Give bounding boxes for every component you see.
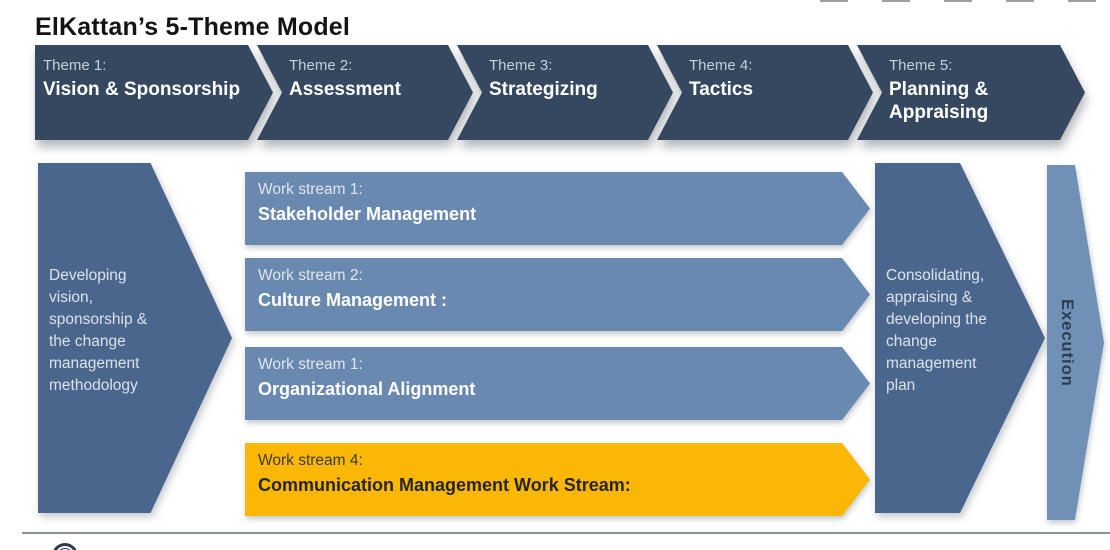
theme-label: Theme 5: [889, 57, 953, 74]
theme-3-arrow: Theme 3: Strategizing [457, 45, 673, 140]
theme-label: Theme 3: [489, 57, 553, 74]
consolidating-arrow: Consolidating, appraising & developing t… [875, 163, 1045, 513]
developing-vision-text: Developing vision, sponsorship & the cha… [49, 267, 148, 394]
theme-label: Theme 2: [289, 57, 353, 74]
theme-1-arrow: Theme 1: Vision & Sponsorship [35, 45, 273, 140]
footer-divider [22, 532, 1110, 534]
work-stream-label: Work stream 4: [258, 452, 363, 469]
work-stream-2-arrow: Work stream 2: Culture Management : [245, 258, 870, 331]
page-title: ElKattan’s 5-Theme Model [35, 12, 351, 41]
work-stream-label: Work stream 2: [258, 267, 363, 284]
execution-label: Execution [1058, 298, 1076, 387]
theme-chevron-row: Theme 1: Vision & Sponsorship Theme 2: A… [0, 45, 1110, 140]
execution-arrow: Execution [1047, 165, 1104, 520]
work-stream-name: Organizational Alignment [258, 379, 476, 399]
theme-4-arrow: Theme 4: Tactics [657, 45, 873, 140]
developing-vision-arrow: Developing vision, sponsorship & the cha… [38, 163, 232, 513]
theme-name: Vision & Sponsorship [43, 79, 241, 100]
theme-label: Theme 1: [43, 57, 107, 74]
theme-name: Assessment [289, 79, 401, 100]
work-stream-4-arrow: Work stream 4: Communication Management … [245, 443, 870, 516]
work-stream-name: Stakeholder Management [258, 204, 477, 224]
consolidating-text: Consolidating, appraising & developing t… [886, 267, 987, 394]
theme-2-arrow: Theme 2: Assessment [257, 45, 473, 140]
work-stream-1-arrow: Work stream 1: Stakeholder Management [245, 172, 870, 245]
work-stream-name: Communication Management Work Stream: [258, 475, 631, 495]
work-stream-label: Work stream 1: [258, 356, 363, 373]
work-stream-name: Culture Management : [258, 290, 448, 310]
theme-name: Planning & Appraising [889, 79, 989, 123]
theme-name: Strategizing [489, 79, 598, 100]
theme-5-arrow: Theme 5: Planning & Appraising [857, 45, 1085, 140]
theme-name: Tactics [689, 79, 754, 100]
logo-icon [52, 543, 78, 550]
work-stream-label: Work stream 1: [258, 181, 363, 198]
theme-label: Theme 4: [689, 57, 753, 74]
cropped-content-top-right [820, 0, 1110, 2]
work-stream-3-arrow: Work stream 1: Organizational Alignment [245, 347, 870, 420]
